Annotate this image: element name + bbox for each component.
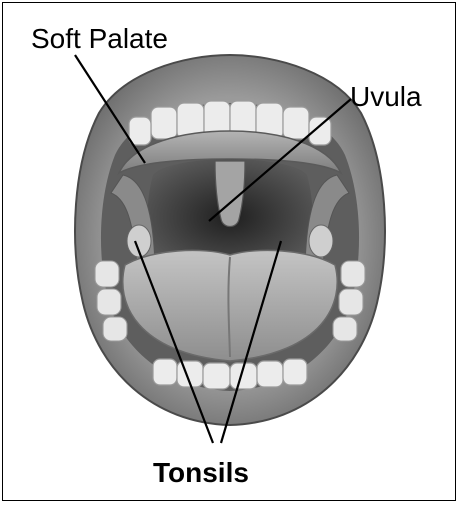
mouth-illustration [3,3,457,502]
tonsil-right [309,225,333,257]
diagram-frame: Soft Palate Uvula Tonsils [2,2,456,501]
uvula-label: Uvula [350,83,422,111]
tonsils-label: Tonsils [153,459,249,487]
soft-palate-label: Soft Palate [31,25,168,53]
